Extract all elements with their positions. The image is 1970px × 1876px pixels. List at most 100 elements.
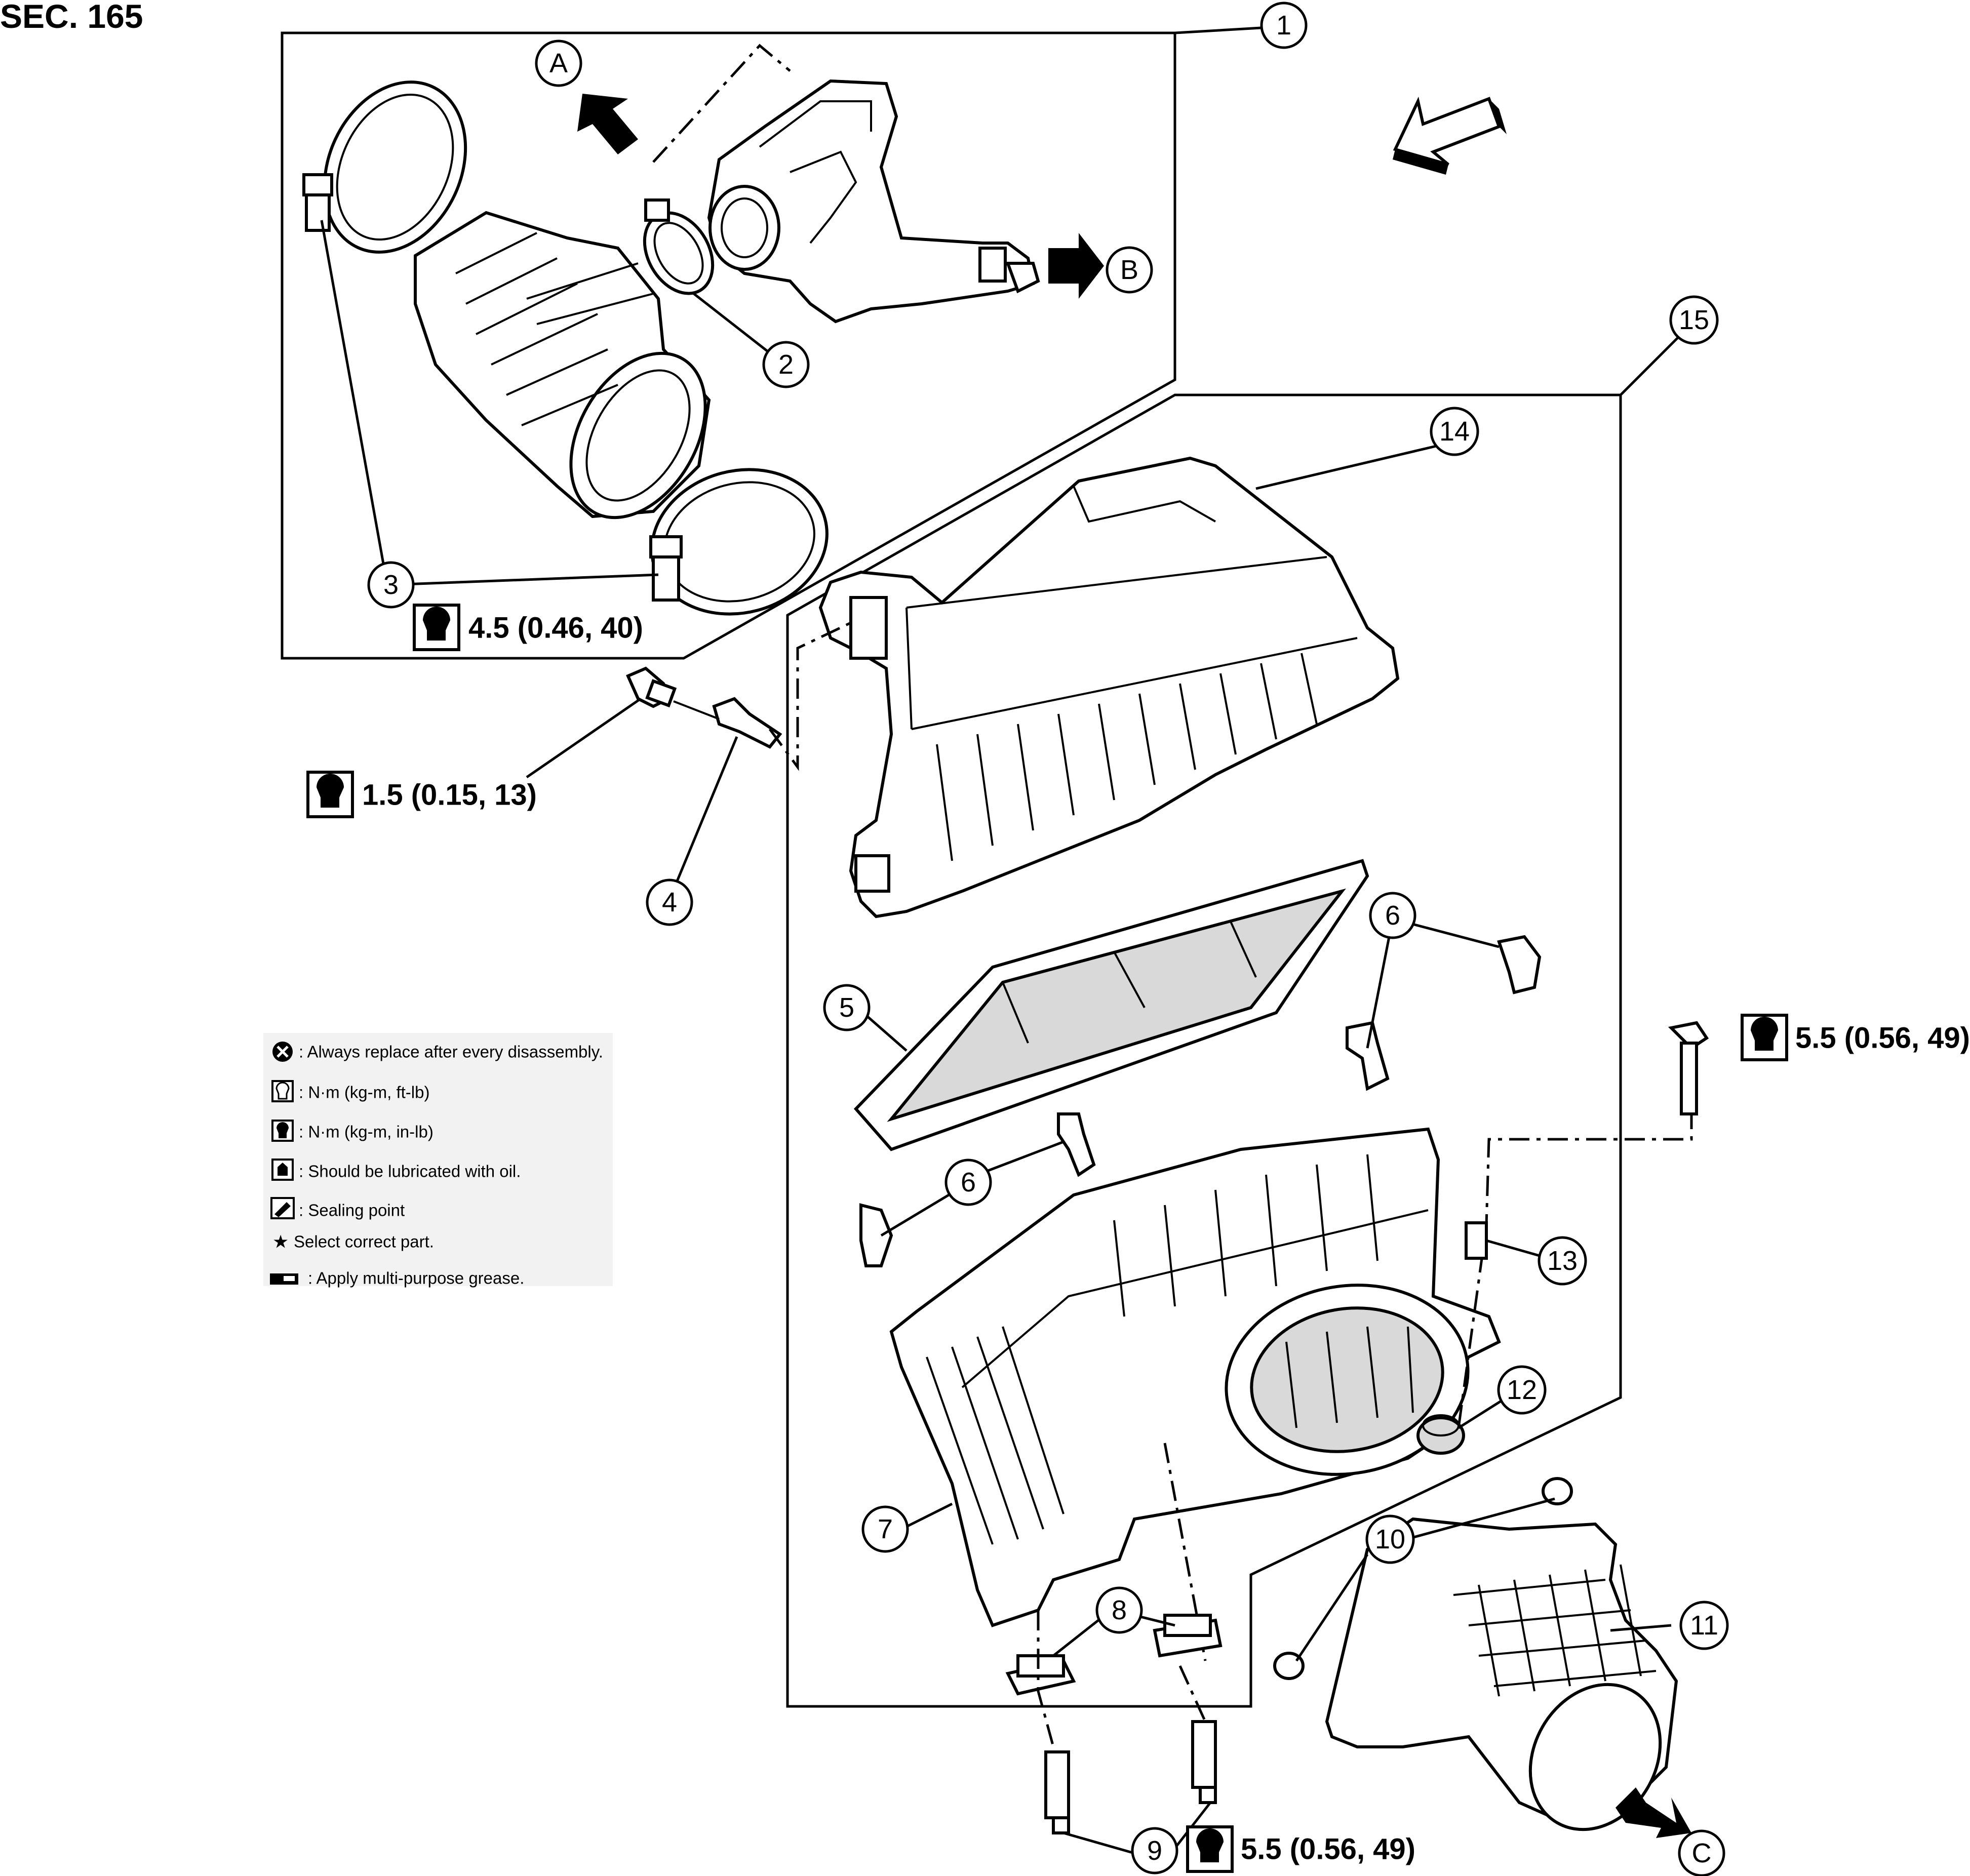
bolt-13 [1668,1021,1709,1115]
oil-can-icon [271,1159,294,1181]
leader-3b [389,573,659,586]
torque-in-lb-icon [306,771,354,818]
legend: : Always replace after every disassembly… [263,1033,613,1288]
svg-text:5.5 (0.56, 49): 5.5 (0.56, 49) [1241,1833,1415,1866]
leader-13 [1486,1239,1540,1257]
leader-6b-2 [880,1188,958,1237]
torque-ft-lb-icon [271,1080,294,1102]
dash-bolt-4-case [768,621,852,771]
leader-10b [1295,1553,1369,1662]
svg-text:: Always replace after every d: : Always replace after every disassembly… [299,1043,603,1061]
dash-bolt-4 [673,700,720,720]
callout-12: 12 [1497,1365,1547,1415]
torque-in-lb-icon [413,604,460,651]
leader-14 [1255,444,1439,490]
svg-text:2: 2 [778,349,794,380]
dash-to-a [652,44,791,163]
leader-12 [1457,1396,1508,1429]
dash-bolt-9-right [1178,1665,1207,1723]
clip-6-left-upper [1057,1112,1096,1177]
arrow-c [1616,1787,1691,1838]
bolt-9-right [1191,1720,1217,1804]
svg-text:4: 4 [662,887,677,917]
callout-1: 1 [1260,2,1308,49]
svg-text:5.5 (0.56, 49): 5.5 (0.56, 49) [1795,1022,1970,1055]
legend-item-sealing: : Sealing point [270,1197,405,1220]
svg-text:6: 6 [961,1167,976,1198]
svg-text:A: A [549,48,568,78]
clip-6-right-upper [1497,935,1542,994]
air-cleaner-case-upper [818,456,1400,919]
svg-text:: Apply multi-purpose grease.: : Apply multi-purpose grease. [308,1269,524,1288]
torque-in-lb-icon [1741,1014,1788,1061]
svg-text:C: C [1692,1838,1712,1868]
leader-8a [1052,1617,1102,1657]
svg-text:13: 13 [1547,1246,1578,1276]
legend-item-grease: : Apply multi-purpose grease. [270,1269,524,1288]
marker-c: C [1678,1829,1725,1876]
bolt-9-left [1044,1750,1070,1834]
front-direction-arrow [1393,96,1507,175]
torque-spec-bolt-9: 5.5 (0.56, 49) [1186,1825,1415,1873]
leader-11 [1610,1624,1672,1632]
hose-clamp-upper [302,81,467,254]
hose-clamp-lower [649,468,829,616]
torque-in-lb-icon [271,1120,294,1142]
svg-text:7: 7 [878,1514,893,1544]
svg-text:12: 12 [1507,1375,1537,1405]
group-15-outline [786,393,1622,1708]
callout-7: 7 [861,1505,909,1553]
callout-11: 11 [1679,1601,1729,1650]
leader-torque-4 [526,697,642,779]
callout-4: 4 [646,879,693,926]
leader-5 [865,1014,908,1052]
callout-14: 14 [1430,407,1479,456]
leader-1 [1174,26,1262,34]
leader-6a-1 [1402,920,1500,948]
leader-6a-2 [1366,931,1392,1049]
grommet-12 [1416,1414,1465,1455]
svg-text:8: 8 [1112,1595,1127,1625]
hose-clamp-small [643,198,715,295]
marker-b: B [1106,246,1153,294]
svg-text:5: 5 [839,992,854,1023]
group-1-outline [281,31,1176,660]
svg-text:1.5 (0.15, 13): 1.5 (0.15, 13) [362,779,537,812]
svg-text:B: B [1120,255,1138,285]
svg-text:15: 15 [1679,305,1709,335]
air-inlet-duct [1273,1477,1678,1831]
leader-10a [1387,1497,1555,1546]
resonator-duct [707,79,1040,324]
sealing-point-icon [270,1197,295,1219]
svg-text:14: 14 [1439,416,1470,447]
collar-13 [1465,1221,1488,1260]
air-duct-corrugated [414,211,711,520]
leader-6b-1 [977,1140,1064,1176]
dash-bolt-9-left [1037,1610,1055,1747]
svg-text:6: 6 [1385,900,1400,931]
legend-item-torque-in-lb: : N·m (kg-m, in-lb) [271,1120,434,1142]
leader-15 [1620,336,1680,396]
torque-in-lb-icon [1186,1825,1234,1873]
torque-spec-bolt-13: 5.5 (0.56, 49) [1741,1014,1970,1061]
svg-text:9: 9 [1147,1835,1162,1866]
marker-a: A [535,39,582,87]
air-filter-element [853,859,1369,1151]
arrow-a [577,94,638,154]
bolt-and-grommet-4 [626,666,782,749]
leader-3a [320,220,386,573]
grease-icon [270,1273,298,1285]
callout-15: 15 [1669,295,1719,345]
section-label: SEC. 165 [0,0,143,35]
clip-6-right-lower [1346,1021,1390,1091]
arrow-b [1048,233,1104,299]
callout-6-upper: 6 [1369,892,1416,939]
svg-text:4.5 (0.46, 40): 4.5 (0.46, 40) [468,612,643,645]
callout-5: 5 [823,984,871,1031]
torque-spec-bolt-4: 1.5 (0.15, 13) [306,771,537,818]
bracket-8-left [1005,1654,1076,1696]
leader-9a [1063,1831,1135,1855]
svg-text:: N·m (kg-m, ft-lb): : N·m (kg-m, ft-lb) [299,1083,429,1102]
dash-bolt-13 [1457,1109,1693,1428]
